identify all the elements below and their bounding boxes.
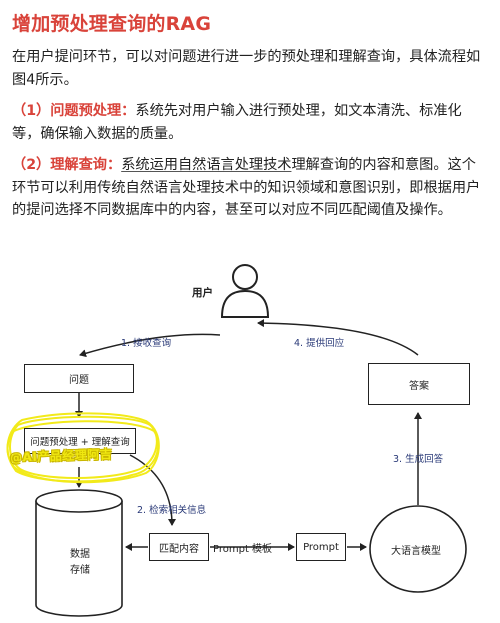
llm-label: 大语言模型: [391, 546, 441, 557]
step-1-label: 1. 接收查询: [121, 338, 172, 349]
point-2-text: 理解查询的内容和意图。这个环节可以利用传统自然语言处理技术中的知识领域和意图识别…: [12, 157, 481, 218]
preprocess-box: 问题预处理 + 理解查询: [24, 428, 136, 454]
user-icon: [220, 264, 270, 318]
highlight-scribble: [6, 412, 160, 484]
rag-flow-diagram: 用户 问题 问题预处理 + 理解查询 数据 存储 匹配内容 Prompt 模板 …: [0, 255, 500, 623]
prompt-box: Prompt: [296, 533, 346, 561]
match-content-box: 匹配内容: [149, 533, 209, 561]
step-3-label: 3. 生成回答: [393, 454, 444, 465]
page-title: 增加预处理查询的RAG: [12, 13, 212, 35]
data-storage-cylinder: [35, 489, 123, 617]
user-label: 用户: [192, 287, 213, 299]
point-2-label: （2）理解查询：: [12, 157, 122, 173]
arrow-provide-response: [257, 319, 419, 356]
storage-label-line2: 存储: [70, 565, 90, 576]
prompt-template-label: Prompt 模板: [213, 544, 273, 555]
intro-paragraph: 在用户提问环节，可以对问题进行进一步的预处理和理解查询，具体流程如图4所示。: [12, 49, 481, 88]
storage-label-line1: 数据: [70, 549, 90, 560]
point-1-text: 系统先对用户输入进行预处理，如文本清洗、标准化等，确保输入数据的质量。: [12, 103, 462, 142]
diagram-connectors: [6, 264, 467, 617]
point-1-label: （1）问题预处理：: [12, 103, 136, 119]
arrow-receive-query: [79, 333, 221, 358]
step-4-label: 4. 提供回应: [294, 338, 345, 349]
step-2-label: 2. 检索相关信息: [137, 505, 207, 516]
point-2-paragraph: （2）理解查询：系统运用自然语言处理技术理解查询的内容和意图。这个环节可以利用传…: [12, 154, 490, 222]
answer-box: 答案: [368, 363, 470, 405]
question-box: 问题: [24, 364, 134, 393]
point-2-underlined-text: 系统运用自然语言处理技术: [121, 157, 292, 173]
point-1-paragraph: （1）问题预处理：系统先对用户输入进行预处理，如文本清洗、标准化等，确保输入数据…: [12, 100, 490, 145]
arrow-retrieve-info: [129, 454, 176, 526]
llm-circle: [369, 505, 467, 593]
watermark: @AI产品经理阿吉: [9, 447, 113, 465]
